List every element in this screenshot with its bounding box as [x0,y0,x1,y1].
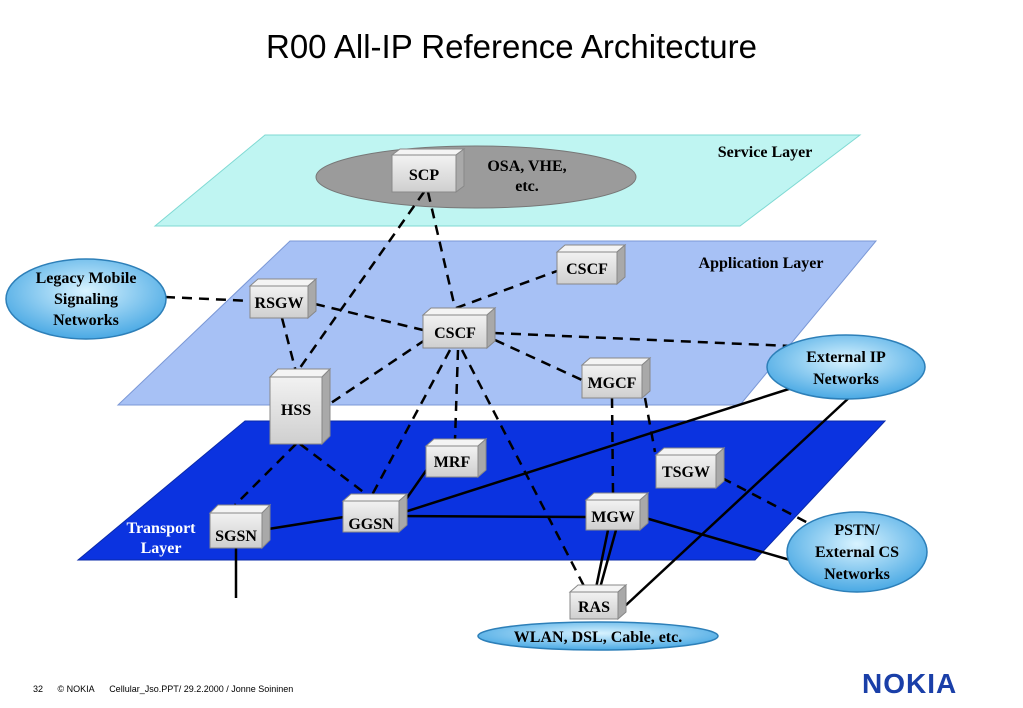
transport-layer-label-line1: Transport [126,520,196,537]
ras-label: RAS [578,599,610,616]
scp-node: SCP [390,148,466,193]
mgcf-node: MGCF [580,356,652,400]
osa-vhe-oval [315,145,637,209]
application-layer-label: Application Layer [699,255,824,272]
footer-file-info: Cellular_Jso.PPT/ 29.2.2000 / Jonne Soin… [109,684,294,694]
hss-node: HSS [268,367,332,446]
pstn-label-line1: PSTN/ [834,522,880,539]
cscf-top-label: CSCF [566,261,608,278]
mrf-node: MRF [424,437,488,479]
page-number: 32 [33,684,44,694]
tsgw-node: TSGW [654,446,726,490]
page-title: R00 All-IP Reference Architecture [266,28,757,65]
scp-label: SCP [409,167,439,184]
legacy-label-line3: Networks [53,312,119,329]
external-ip-networks-oval: External IP Networks [766,334,926,400]
rsgw-label: RSGW [255,295,304,312]
solid-links [234,386,853,607]
pstn-label-line2: External CS [815,544,899,561]
external-ip-label-line1: External IP [806,349,886,366]
pstn-networks-oval: PSTN/ External CS Networks [786,511,928,593]
sgsn-node: SGSN [208,503,272,550]
mgcf-label: MGCF [588,375,637,392]
legacy-label-line2: Signaling [54,291,118,308]
nokia-logo: NOKIA [862,668,958,699]
ggsn-node: GGSN [341,492,409,534]
external-ip-label-line2: Networks [813,371,879,388]
transport-layer-label-line2: Layer [141,540,182,557]
ras-node: RAS [568,583,628,621]
hss-label: HSS [281,402,311,419]
access-networks-oval: WLAN, DSL, Cable, etc. [477,621,719,651]
pstn-label-line3: Networks [824,566,890,583]
rsgw-node: RSGW [248,277,318,320]
dashed-links [164,191,809,589]
footer: 32 © NOKIA Cellular_Jso.PPT/ 29.2.2000 /… [33,684,305,694]
footer-copyright: © NOKIA [57,684,95,694]
mgw-label: MGW [591,509,635,526]
osa-vhe-label-line1: OSA, VHE, [487,158,566,175]
cscf-main-label: CSCF [434,325,476,342]
osa-vhe-label-line2: etc. [515,178,539,195]
cscf-top-node: CSCF [555,243,627,286]
service-layer-label: Service Layer [718,144,813,161]
mgw-node: MGW [584,491,650,532]
sgsn-label: SGSN [215,528,257,545]
access-networks-label: WLAN, DSL, Cable, etc. [514,629,682,646]
legacy-label-line1: Legacy Mobile [36,270,137,287]
mrf-label: MRF [434,454,471,471]
tsgw-label: TSGW [662,464,710,481]
cscf-main-node: CSCF [421,306,497,350]
legacy-networks-oval: Legacy Mobile Signaling Networks [5,258,167,340]
ggsn-label: GGSN [348,516,394,533]
